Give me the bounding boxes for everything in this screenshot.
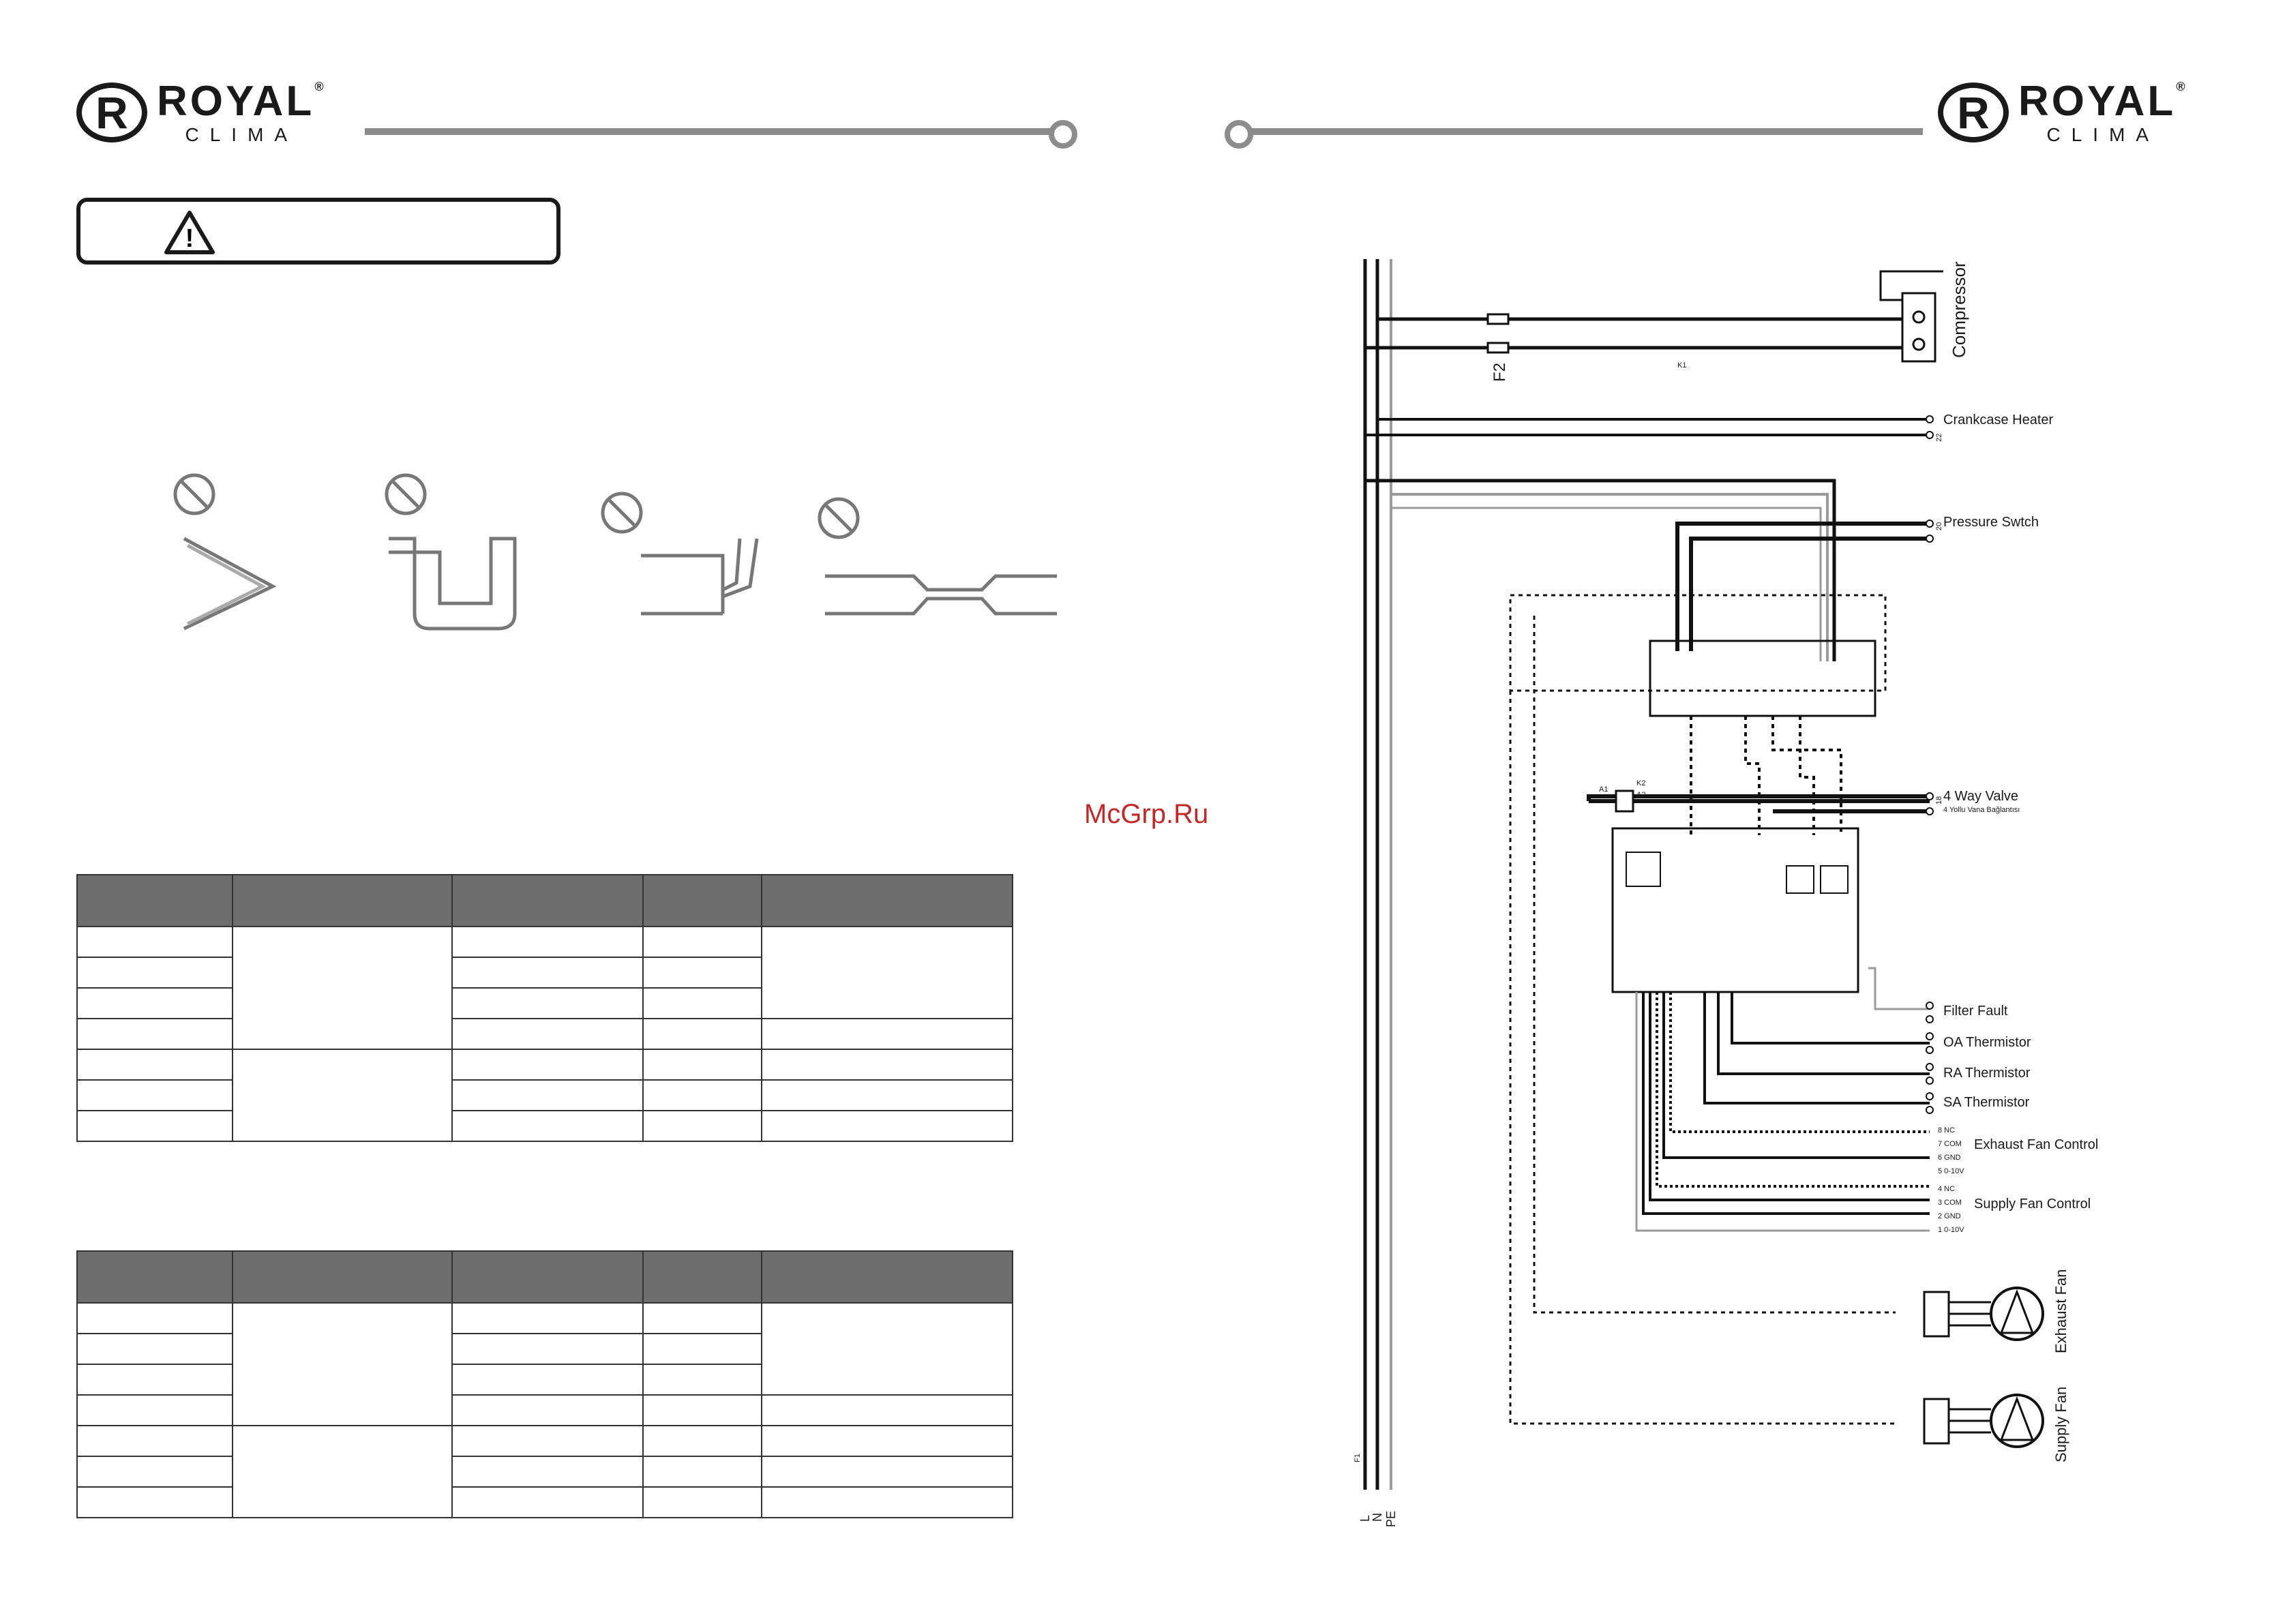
terminal-3-com: 3 COM — [1938, 1199, 1962, 1207]
spec-table-1 — [76, 874, 1013, 1142]
filter-fault-label: Filter Fault — [1943, 1004, 2008, 1019]
fuse1-label: F1 — [1353, 1454, 1362, 1462]
oa-thermistor-label: OA Thermistor — [1943, 1035, 2031, 1050]
header-ring-left — [1049, 120, 1077, 149]
logo-mark: R — [76, 82, 147, 142]
a1-label: A1 — [1599, 785, 1609, 794]
logo-mark: R — [1938, 82, 2009, 142]
logo-clima-text: CLIMA — [185, 124, 299, 145]
four-way-valve-label: 4 Way Valve — [1943, 789, 2019, 804]
compressor-label: Compressor — [1949, 261, 1969, 358]
terminal-1-0-10v: 1 0-10V — [1938, 1226, 1964, 1234]
a2-label: A2 — [1636, 791, 1646, 799]
brand-logo-right: R ROYAL® CLIMA — [1938, 80, 2188, 145]
warning-triangle-icon: ! — [164, 211, 215, 254]
header-rule-left — [365, 128, 1057, 135]
terminal-22-21: 22 — [1935, 433, 1943, 442]
crankcase-heater-label: Crankcase Heater — [1943, 412, 2054, 427]
terminal-8-nc: 8 NC — [1938, 1126, 1956, 1134]
terminal-4-nc: 4 NC — [1938, 1185, 1956, 1193]
prohibited-sign-icon — [818, 497, 860, 539]
terminal-2-gnd: 2 GND — [1938, 1212, 1961, 1220]
terminal-18: 18 — [1935, 796, 1943, 805]
supply-fan-label: Supply Fan — [2052, 1386, 2069, 1462]
terminal-7-com: 7 COM — [1938, 1140, 1962, 1148]
neutral-label: N — [1371, 1513, 1384, 1522]
logo-clima-text: CLIMA — [2046, 124, 2160, 145]
earth-label: PE — [1384, 1510, 1398, 1527]
pressure-switch-label: Pressure Swtch — [1943, 515, 2039, 530]
warning-box: ! — [76, 198, 560, 265]
spec-table-2 — [76, 1250, 1013, 1518]
logo-royal-text: ROYAL — [157, 78, 315, 125]
four-way-valve-sub-label: 4 Yollu Vana Bağlantısı — [1943, 806, 2020, 814]
prohibited-sign-icon — [385, 473, 427, 515]
k2-label: K2 — [1636, 779, 1646, 787]
ra-thermistor-label: RA Thermistor — [1943, 1066, 2031, 1081]
brand-logo-left: R ROYAL® CLIMA — [76, 80, 327, 145]
prohibited-sign-icon — [601, 492, 643, 534]
prohibited-sign-icon — [173, 473, 215, 515]
logo-royal-text: ROYAL — [2018, 78, 2176, 125]
exhaust-fan-label: Exhaust Fan — [2052, 1269, 2069, 1353]
supply-fan-control-label: Supply Fan Control — [1974, 1197, 2091, 1212]
header-rule-right — [1248, 128, 1923, 135]
watermark-text: McGrp.Ru — [1084, 799, 1209, 829]
pipe-bending-figures — [173, 473, 1057, 631]
terminal-6-gnd: 6 GND — [1938, 1154, 1961, 1162]
svg-text:!: ! — [185, 224, 194, 253]
exhaust-fan-control-label: Exhaust Fan Control — [1974, 1137, 2099, 1152]
terminal-20: 20 — [1935, 522, 1943, 530]
terminal-5-0-10v: 5 0-10V — [1938, 1167, 1964, 1175]
fuse-label: F2 — [1491, 362, 1509, 382]
sa-thermistor-label: SA Thermistor — [1943, 1095, 2030, 1110]
k1-label: K1 — [1677, 361, 1687, 370]
